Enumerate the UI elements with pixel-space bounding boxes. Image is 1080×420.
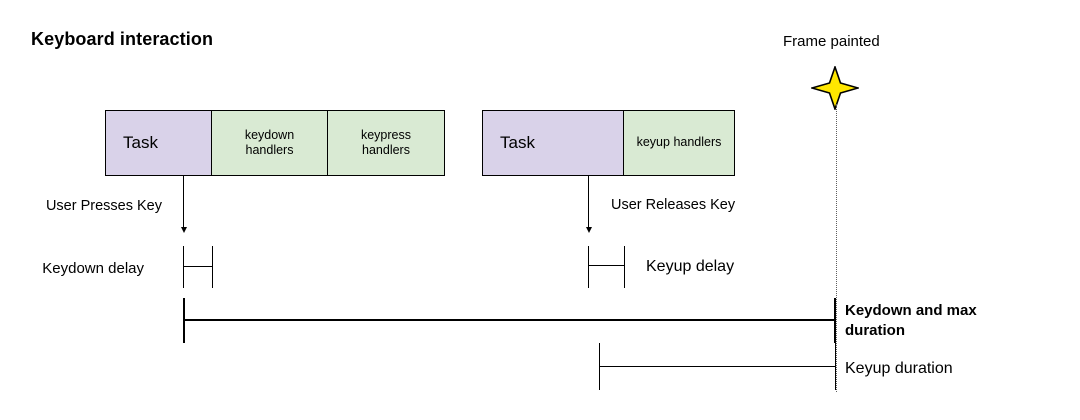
key-release-event-label: User Releases Key xyxy=(611,197,736,213)
page-title: Keyboard interaction xyxy=(31,29,214,49)
keydown-delay-span xyxy=(183,266,213,268)
task-block-keyup-label: Task xyxy=(500,132,535,152)
keydown-max-duration-label-line1: Keydown and max xyxy=(845,302,977,319)
keyup-handlers-block: keyup handlers xyxy=(623,110,735,176)
keyup-delay-span xyxy=(588,265,625,267)
keypress-handlers-label-line2: handlers xyxy=(362,143,410,157)
keyup-duration-span xyxy=(599,366,836,368)
keyup-delay-end-cap xyxy=(624,246,626,288)
keyup-duration-label: Keyup duration xyxy=(845,360,953,377)
keypress-handlers-block: keypress handlers xyxy=(327,110,445,176)
keydown-handlers-label-line1: keydown xyxy=(244,127,295,142)
four-point-star-icon xyxy=(809,64,861,112)
keydown-handlers-block: keydown handlers xyxy=(211,110,328,176)
key-press-event-connector xyxy=(183,176,185,228)
key-release-event-arrowhead xyxy=(585,227,592,233)
task-block-keydown: Task xyxy=(105,110,212,176)
key-press-event-label: User Presses Key xyxy=(45,198,162,214)
keydown-max-duration-label: Keydown and max duration xyxy=(845,301,1045,342)
keydown-max-duration-label-line2: duration xyxy=(845,322,905,340)
keyup-delay-label: Keyup delay xyxy=(646,258,735,275)
key-release-event-connector xyxy=(588,176,590,228)
keydown-max-duration-span xyxy=(183,319,836,322)
keyup-handlers-label: keyup handlers xyxy=(636,135,722,150)
keydown-handlers-label-line2: handlers xyxy=(245,143,294,157)
task-block-keyup: Task xyxy=(482,110,624,176)
frame-painted-label: Frame painted xyxy=(783,33,880,50)
keydown-delay-label: Keydown delay xyxy=(42,260,144,277)
key-press-event-arrowhead xyxy=(180,227,187,233)
frame-painted-guideline xyxy=(836,104,837,392)
keyup-delay-start-cap xyxy=(588,246,590,288)
keypress-handlers-label-line1: keypress xyxy=(360,127,412,142)
task-block-keydown-label: Task xyxy=(123,132,158,152)
